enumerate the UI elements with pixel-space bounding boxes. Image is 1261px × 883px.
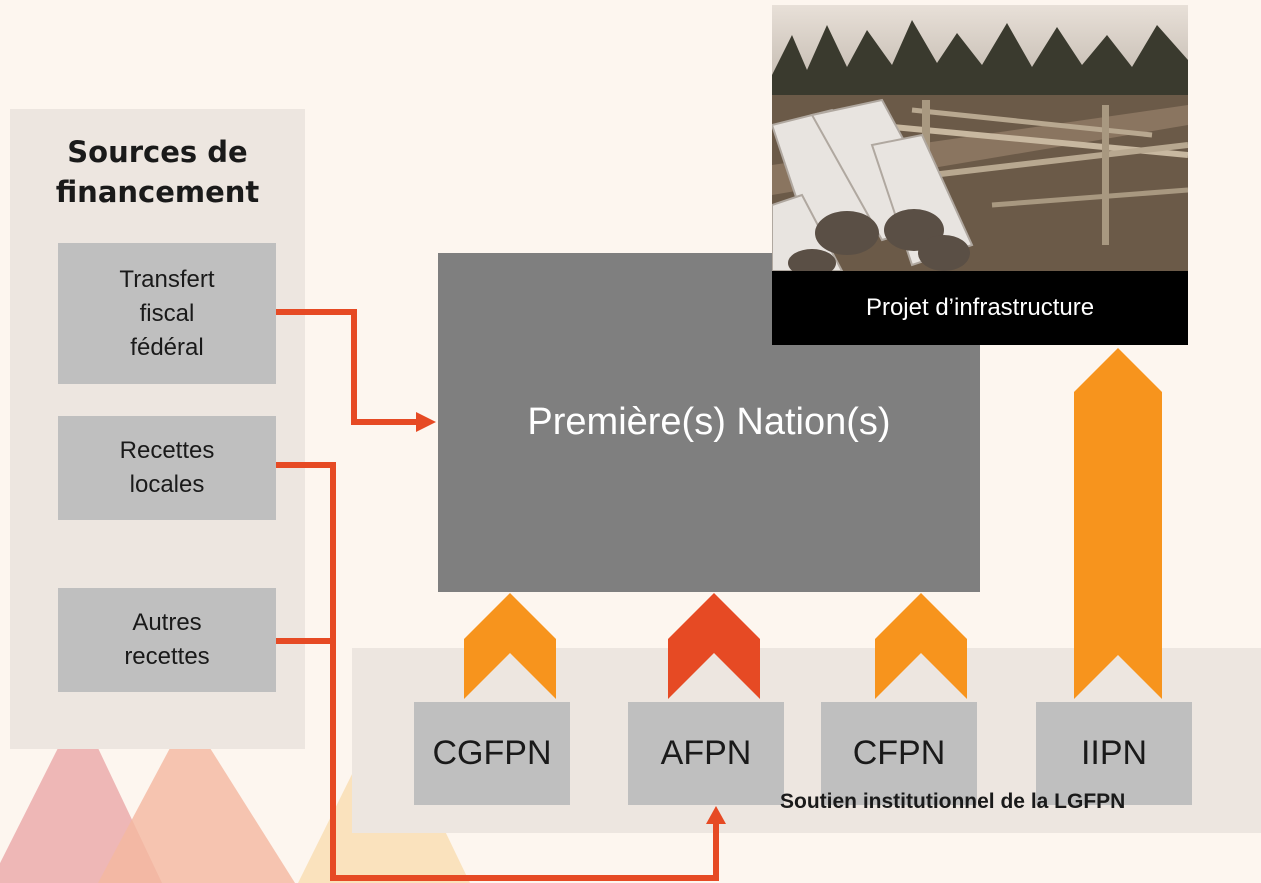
chevron-cgfpn bbox=[464, 593, 556, 699]
flow-line-local-revenue bbox=[276, 462, 336, 878]
flow-arrowhead-federal-transfer bbox=[416, 412, 436, 432]
flow-line-federal-transfer bbox=[276, 309, 418, 425]
institution-afpn: AFPN bbox=[628, 702, 784, 805]
first-nations-label: Première(s) Nation(s) bbox=[527, 401, 891, 443]
funding-sources-heading: Sources de financement bbox=[55, 135, 260, 209]
institution-cfpn: CFPN bbox=[821, 702, 977, 805]
infrastructure-photo-image bbox=[772, 5, 1188, 271]
infrastructure-photo bbox=[772, 5, 1188, 271]
source-other-revenue: Autres recettes bbox=[58, 588, 276, 692]
chevron-cfpn bbox=[875, 593, 967, 699]
institution-cgfpn: CGFPN bbox=[414, 702, 570, 805]
flow-line-to-afpn bbox=[330, 822, 719, 881]
infrastructure-caption: Projet d’infrastructure bbox=[772, 271, 1188, 345]
institution-iipn: IIPN bbox=[1036, 702, 1192, 805]
decor-triangle-peach bbox=[98, 735, 295, 883]
flow-arrowhead-afpn bbox=[706, 806, 726, 824]
institutional-support-label: Soutien institutionnel de la LGFPN bbox=[780, 790, 1126, 813]
source-federal-transfer: Transfert fiscal fédéral bbox=[58, 243, 276, 384]
arrow-iipn-to-project bbox=[1074, 348, 1162, 699]
source-local-revenue: Recettes locales bbox=[58, 416, 276, 520]
chevron-afpn bbox=[668, 593, 760, 699]
